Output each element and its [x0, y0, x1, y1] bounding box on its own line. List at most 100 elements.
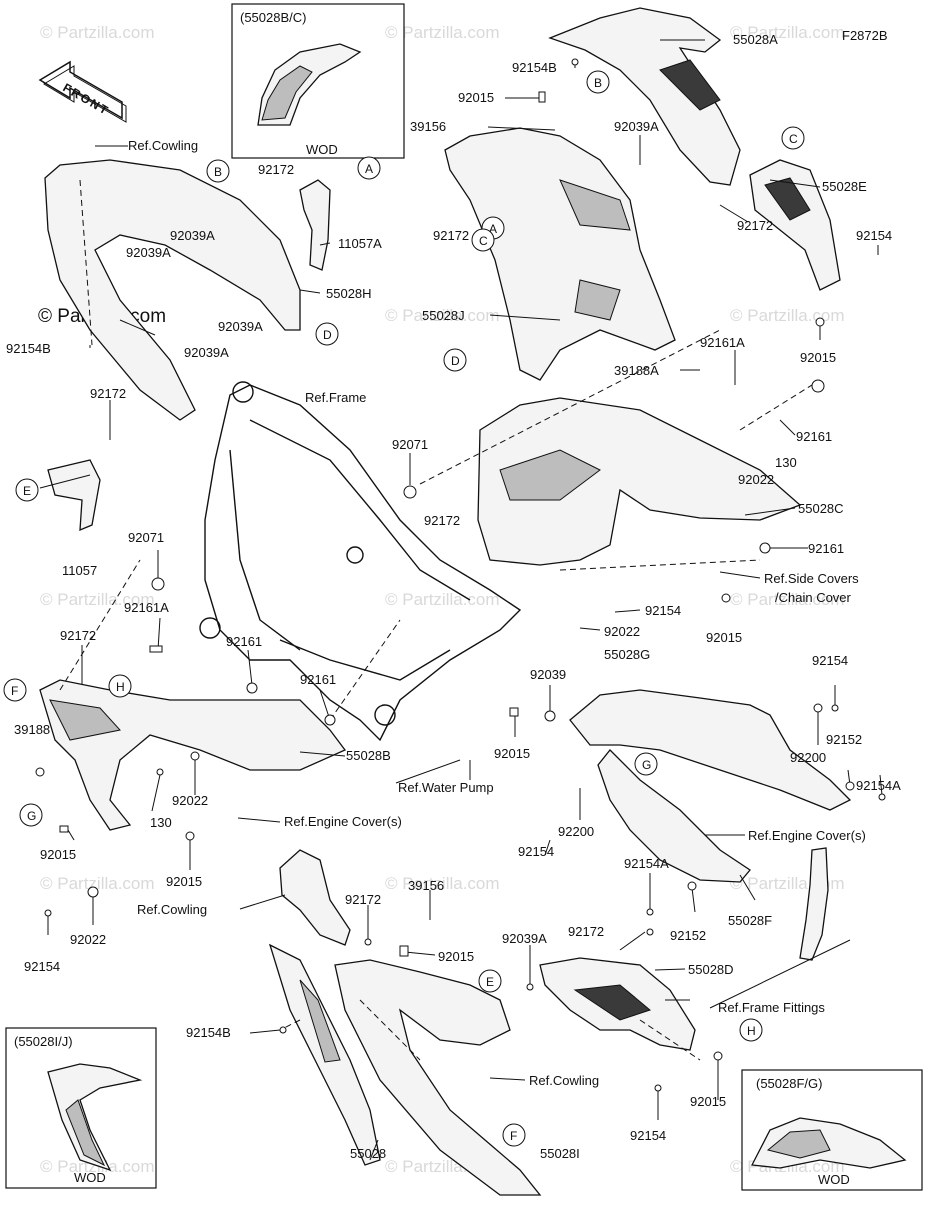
part-label: 55028A	[733, 32, 778, 47]
part-55028c	[477, 397, 802, 566]
part-label: 92200	[558, 824, 594, 839]
svg-text:H: H	[116, 680, 125, 694]
part-label: 92154B	[186, 1025, 231, 1040]
ref-engine-cover-label: Ref.Engine Cover(s)	[284, 814, 402, 829]
part-label: 92015	[438, 949, 474, 964]
part-label: 39156	[410, 119, 446, 134]
part-label: 92200	[790, 750, 826, 765]
figure-code: F2872B	[842, 28, 888, 43]
part-55028b	[39, 679, 347, 831]
callout-b: B	[586, 70, 610, 94]
part-label: 92172	[737, 218, 773, 233]
watermark: © Partzilla.com	[730, 590, 845, 609]
part-11057	[47, 459, 101, 532]
part-55028h	[44, 159, 301, 421]
part-label: 55028D	[688, 962, 734, 977]
part-label: 55028H	[326, 286, 372, 301]
svg-text:D: D	[451, 354, 460, 368]
inset-box-55028bc: (55028B/C) WOD	[231, 3, 405, 159]
callout-h: H	[739, 1018, 763, 1042]
part-label: 92161A	[700, 335, 745, 350]
part-55028j	[444, 127, 676, 381]
svg-text:B: B	[594, 76, 602, 90]
svg-text:G: G	[642, 758, 651, 772]
part-label: 92154B	[6, 341, 51, 356]
part-label: 92039A	[614, 119, 659, 134]
part-label: 92071	[392, 437, 428, 452]
watermark: © Partzilla.com	[385, 874, 500, 893]
svg-text:H: H	[747, 1024, 756, 1038]
part-label: 130	[775, 455, 797, 470]
part-label: 92161	[808, 541, 844, 556]
watermark: © Partzilla.com	[730, 306, 845, 325]
part-label: 55028J	[422, 308, 465, 323]
watermark: © Partzilla.com	[40, 1157, 155, 1176]
part-label: 92154A	[856, 778, 901, 793]
callout-c: C	[471, 228, 495, 252]
part-label: 92015	[166, 874, 202, 889]
part-label: 55028C	[798, 501, 844, 516]
part-label: 39188	[14, 722, 50, 737]
part-label: 92172	[424, 513, 460, 528]
part-number-labels: 55028A 92154B 92015 39156 92039A 55028E …	[6, 32, 901, 1161]
part-label: 92039A	[184, 345, 229, 360]
part-label: 55028G	[604, 647, 650, 662]
ref-side-covers-label: Ref.Side Covers	[764, 571, 859, 586]
svg-text:A: A	[489, 222, 497, 236]
part-label: 92039A	[170, 228, 215, 243]
callout-h: H	[108, 674, 132, 698]
part-label: 55028	[350, 1146, 386, 1161]
callout-d: D	[443, 348, 467, 372]
ref-frame-fittings-label: Ref.Frame Fittings	[718, 1000, 825, 1015]
ref-cowling-label: Ref.Cowling	[128, 138, 198, 153]
part-label: 92154	[856, 228, 892, 243]
svg-text:E: E	[486, 975, 494, 989]
part-label: 11057	[62, 563, 97, 578]
part-label: 92161	[226, 634, 262, 649]
watermark: © Partzilla.com	[40, 23, 155, 42]
part-label: 92154	[812, 653, 848, 668]
fastener-icons	[35, 58, 886, 1092]
part-label: 92154A	[624, 856, 669, 871]
part-label: 92022	[738, 472, 774, 487]
svg-text:A: A	[365, 162, 373, 176]
part-label: 92039	[530, 667, 566, 682]
part-55028g	[569, 689, 852, 811]
part-label: 92039A	[218, 319, 263, 334]
front-arrow-icon: FRONT	[38, 60, 127, 123]
part-55028f	[597, 749, 751, 883]
callout-f: F	[502, 1123, 526, 1147]
ref-cowling-label: Ref.Cowling	[137, 902, 207, 917]
part-label: 92161	[300, 672, 336, 687]
svg-text:E: E	[23, 484, 31, 498]
callout-d: D	[315, 322, 339, 346]
callout-f: F	[3, 678, 27, 702]
part-label: 92161A	[124, 600, 169, 615]
part-label: 92154	[645, 603, 681, 618]
inset-title: (55028F/G)	[756, 1076, 822, 1091]
ref-frame-label: Ref.Frame	[305, 390, 366, 405]
watermark: © Partzilla.com	[385, 306, 500, 325]
svg-text:G: G	[27, 809, 36, 823]
svg-text:F: F	[510, 1129, 517, 1143]
part-label: 92022	[172, 793, 208, 808]
inset-box-55028fg: (55028F/G) WOD	[741, 1069, 923, 1191]
callout-b: B	[206, 159, 230, 183]
part-55028i	[334, 959, 542, 1196]
part-label: 92154	[24, 959, 60, 974]
inset-title: (55028I/J)	[14, 1034, 73, 1049]
part-label: 92022	[604, 624, 640, 639]
part-label: 92172	[433, 228, 469, 243]
part-label: 92015	[706, 630, 742, 645]
watermark: © Partzilla.com	[385, 23, 500, 42]
part-label: 92172	[60, 628, 96, 643]
part-label: 92154	[630, 1128, 666, 1143]
part-label: 92154	[518, 844, 554, 859]
part-55028a	[548, 7, 741, 186]
ref-cowling-label: Ref.Cowling	[529, 1073, 599, 1088]
part-label: 92161	[796, 429, 832, 444]
part-label: 92172	[345, 892, 381, 907]
part-label: 92172	[90, 386, 126, 401]
